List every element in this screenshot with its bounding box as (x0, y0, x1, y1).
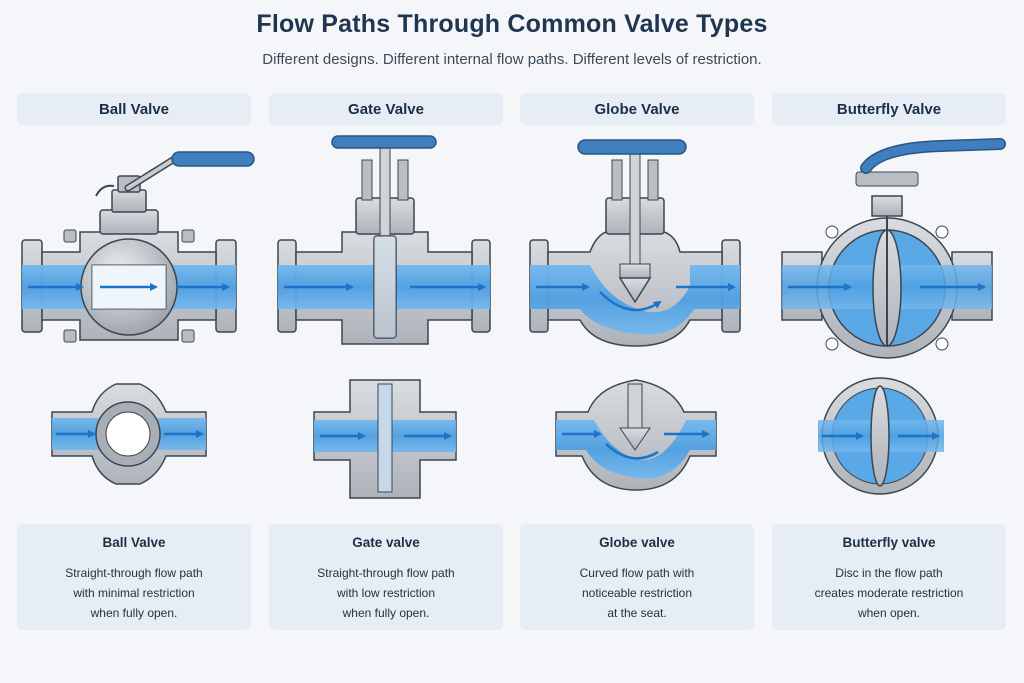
globe-valve-illustration (529, 139, 741, 347)
ball-valve-card-title: Ball Valve (102, 535, 166, 550)
gate-valve-card-description: Straight-through flow path with low rest… (291, 563, 481, 623)
butterfly-valve-desc-line: creates moderate restriction (814, 586, 964, 600)
globe-valve-card-description: Curved flow path with noticeable restric… (542, 563, 732, 623)
butterfly-valve-desc-line: when open. (857, 606, 921, 620)
butterfly-valve-header-label: Butterfly Valve (836, 101, 942, 118)
butterfly-valve-illustration (781, 138, 1006, 359)
ball-valve-desc-line: when fully open. (90, 606, 178, 620)
globe-valve-desc-line: at the seat. (607, 606, 667, 620)
globe-valve-header-label: Globe Valve (594, 101, 680, 118)
gate-valve-card: Gate valve Straight-through flow path wi… (269, 524, 503, 630)
gate-valve-section (313, 379, 457, 499)
gate-valve-card-title: Gate valve (352, 535, 420, 550)
ball-valve-desc-line: with minimal restriction (73, 586, 195, 600)
ball-valve-desc-line: Straight-through flow path (65, 566, 203, 580)
butterfly-valve-card-title: Butterfly valve (842, 535, 936, 550)
butterfly-valve-desc-line: Disc in the flow path (835, 566, 943, 580)
ball-valve-header: Ball Valve (17, 93, 251, 125)
page-subtitle: Different designs. Different internal fl… (262, 51, 762, 68)
globe-valve-card: Globe valve Curved flow path with notice… (520, 524, 754, 630)
ball-valve-card: Ball Valve Straight-through flow path wi… (17, 524, 251, 630)
page-title: Flow Paths Through Common Valve Types (256, 10, 768, 38)
gate-valve-desc-line: Straight-through flow path (317, 566, 455, 580)
butterfly-valve-section (818, 377, 944, 495)
globe-valve-section (555, 379, 717, 491)
globe-valve-desc-line: Curved flow path with (579, 566, 695, 580)
butterfly-valve-card-description: Disc in the flow path creates moderate r… (794, 563, 984, 623)
ball-valve-section (51, 383, 207, 485)
ball-valve-card-description: Straight-through flow path with minimal … (39, 563, 229, 623)
gate-valve-header-label: Gate Valve (348, 101, 424, 118)
gate-valve-desc-line: when fully open. (342, 606, 430, 620)
gate-valve-header: Gate Valve (269, 93, 503, 125)
ball-valve-illustration (21, 151, 255, 343)
ball-valve-header-label: Ball Valve (98, 101, 170, 118)
gate-valve-illustration (277, 135, 491, 345)
globe-valve-header: Globe Valve (520, 93, 754, 125)
gate-valve-desc-line: with low restriction (336, 586, 436, 600)
butterfly-valve-card: Butterfly valve Disc in the flow path cr… (772, 524, 1006, 630)
globe-valve-card-title: Globe valve (599, 535, 675, 550)
globe-valve-desc-line: noticeable restriction (581, 586, 693, 600)
butterfly-valve-header: Butterfly Valve (772, 93, 1006, 125)
